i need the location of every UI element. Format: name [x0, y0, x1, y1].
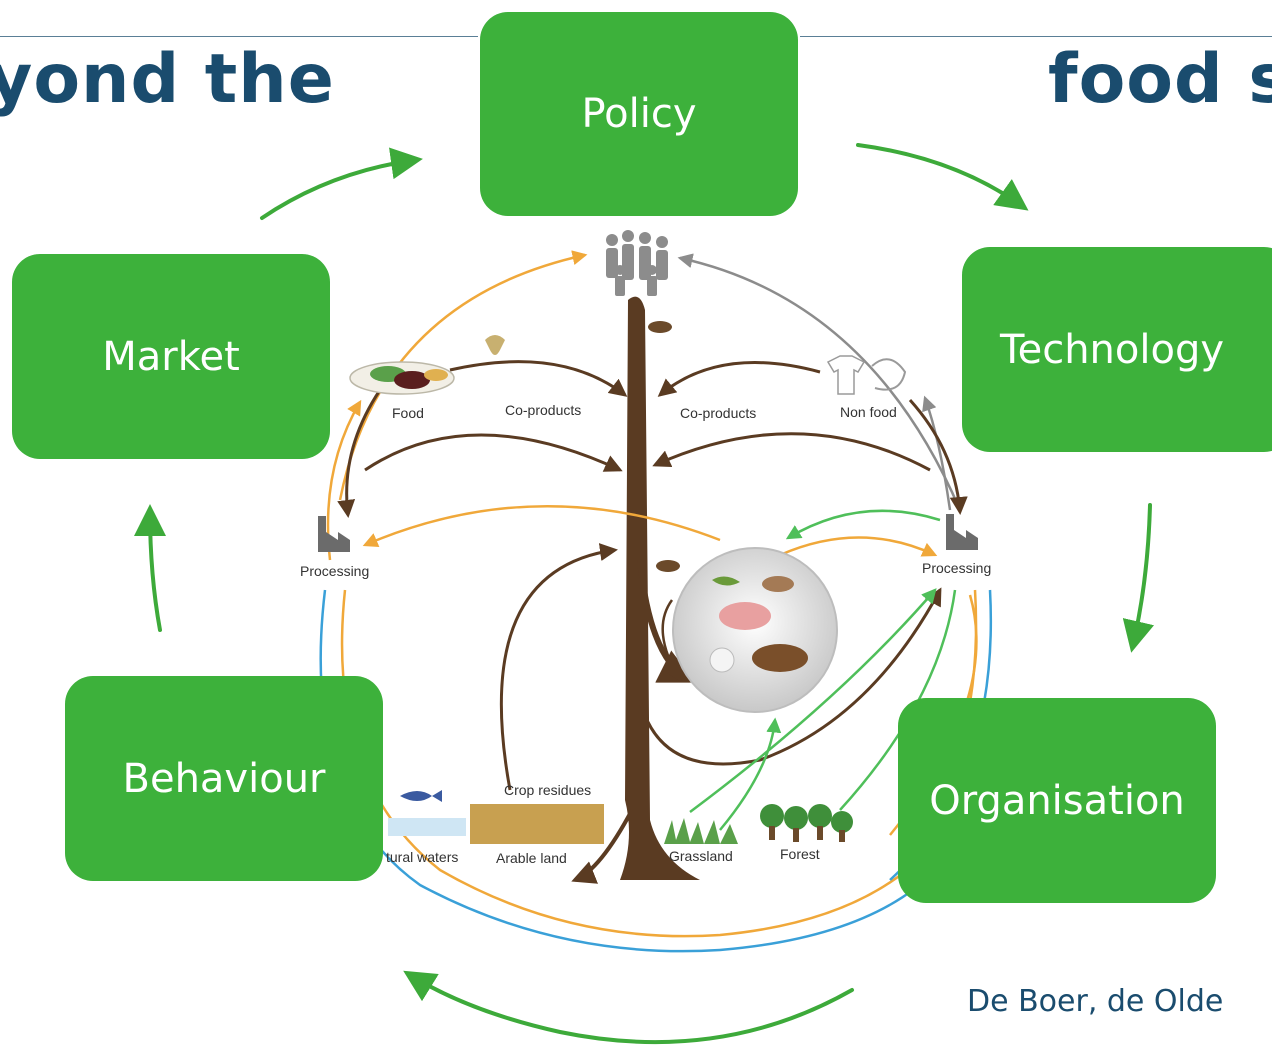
- technology-box: Technology: [962, 247, 1272, 452]
- policy-label: Policy: [581, 91, 697, 137]
- forest-icon: [760, 804, 853, 842]
- diagram-labels: Food Co-products Co-products Non food Pr…: [300, 402, 991, 866]
- organisation-label: Organisation: [929, 777, 1185, 824]
- fuel-plug-icon: [871, 358, 907, 391]
- cycle-arrows: [134, 143, 1154, 1044]
- label-co-products-right: Co-products: [680, 405, 756, 421]
- livestock-circle: [661, 547, 838, 713]
- arrow-policy-to-technology: [856, 143, 1029, 211]
- market-box: Market: [12, 254, 330, 459]
- market-label: Market: [102, 333, 240, 380]
- factory-left-icon: [318, 516, 350, 552]
- behaviour-box: Behaviour: [65, 676, 383, 881]
- label-processing-right: Processing: [922, 560, 991, 576]
- label-forest: Forest: [780, 846, 820, 862]
- label-food: Food: [392, 405, 424, 421]
- chicken-icon: [709, 647, 735, 673]
- arrow-organisation-to-behaviour: [403, 970, 854, 1044]
- arrow-market-to-policy: [260, 147, 423, 220]
- page-title-left: yond the: [0, 40, 335, 119]
- cow-icon: [752, 644, 808, 672]
- shirt-icon: [826, 355, 866, 395]
- people-icon: [606, 230, 668, 296]
- policy-box: Policy: [480, 12, 798, 216]
- pig-icon: [719, 602, 771, 630]
- citation-text: De Boer, de Olde: [967, 984, 1224, 1019]
- label-arable-land: Arable land: [496, 850, 567, 866]
- fish-meal-icon: [762, 576, 794, 592]
- arrow-behaviour-to-market: [134, 504, 167, 632]
- central-trunk: [571, 296, 700, 884]
- insect-icon: [712, 576, 740, 586]
- page-title-right: food s: [1048, 40, 1272, 119]
- factory-right-icon: [946, 514, 978, 550]
- behaviour-label: Behaviour: [122, 755, 326, 802]
- wheat-field-icon: [470, 804, 604, 844]
- label-co-products-left: Co-products: [505, 402, 581, 418]
- label-natural-waters: tural waters: [386, 849, 458, 865]
- brown-flows: [337, 360, 968, 791]
- apple-core-icon: [485, 335, 505, 355]
- label-crop-residues: Crop residues: [504, 782, 591, 798]
- grassland-icon: [664, 818, 738, 844]
- label-processing-left: Processing: [300, 563, 369, 579]
- header-rule-left: [0, 36, 478, 37]
- technology-label: Technology: [999, 326, 1225, 373]
- header-rule-right: [800, 36, 1272, 37]
- food-plate-icon: [349, 361, 455, 395]
- label-non-food: Non food: [840, 404, 897, 420]
- organisation-box: Organisation: [898, 698, 1216, 903]
- fish-icon: [388, 790, 466, 836]
- manure-icon: [648, 321, 680, 572]
- arrow-technology-to-organisation: [1122, 503, 1154, 653]
- label-grassland: Grassland: [669, 848, 733, 864]
